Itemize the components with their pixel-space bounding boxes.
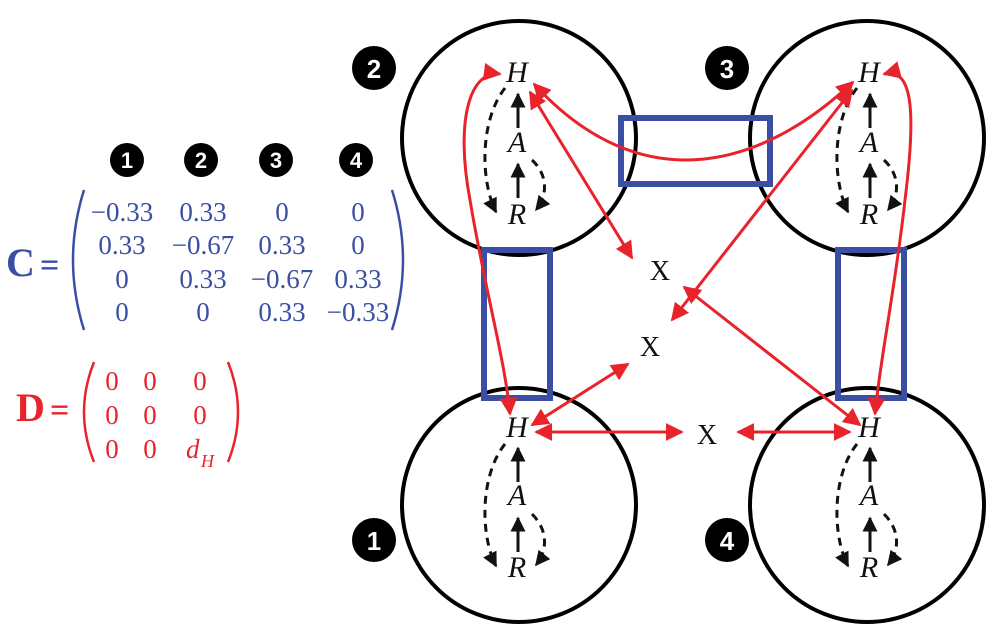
compartment-1-circle <box>400 386 638 624</box>
node-r: R <box>507 198 526 231</box>
arrow-h3-decay <box>670 88 854 322</box>
column-header-label: 1 <box>121 148 133 173</box>
compartment-number: 3 <box>720 54 734 84</box>
matrix-c-equals: = <box>40 247 59 284</box>
matrix-c-cell: −0.67 <box>172 230 234 260</box>
node-h: H <box>857 411 882 444</box>
matrix-c-column-header-3: 3 <box>259 143 293 177</box>
matrix-c-cell: −0.33 <box>327 297 389 327</box>
decay-marker-x: X <box>697 420 717 451</box>
compartment-3-badge: 3 <box>705 46 749 90</box>
node-h: H <box>505 56 530 89</box>
compartment-2-badge: 2 <box>352 46 396 90</box>
matrix-c-cell: 0.33 <box>179 197 226 227</box>
matrix-c-cell: 0 <box>351 230 365 260</box>
node-r: R <box>859 198 878 231</box>
matrix-d-cell: 0 <box>193 400 207 430</box>
matrix-d-dh-symbol: d <box>186 434 200 464</box>
node-a: A <box>858 479 879 512</box>
compartment-4-badge: 4 <box>705 518 749 562</box>
arrow-decay-h1 <box>530 362 630 427</box>
matrix-c-cell: 0.33 <box>258 230 305 260</box>
compartment-number: 2 <box>367 54 381 84</box>
decay-marker-x: X <box>640 332 660 363</box>
column-header-label: 3 <box>270 148 282 173</box>
arrow-h2-h1 <box>462 62 518 416</box>
matrix-d-cell: 0 <box>143 366 157 396</box>
matrix-d-cell: 0 <box>105 366 119 396</box>
decay-marker-x: X <box>650 256 670 287</box>
compartment-number: 4 <box>720 526 735 556</box>
matrix-d-cell: 0 <box>193 366 207 396</box>
matrix-c: 1 2 3 4 C = −0.33 0.33 0 0 0.33 −0.67 0.… <box>6 143 405 331</box>
matrix-d-cell: 0 <box>143 434 157 464</box>
node-r: R <box>507 551 526 584</box>
matrix-c-cell: 0 <box>351 197 365 227</box>
matrix-d-cell: 0 <box>105 434 119 464</box>
matrix-c-left-paren <box>71 189 86 331</box>
matrix-c-cell: 0 <box>275 197 289 227</box>
matrix-c-cell: 0 <box>115 264 129 294</box>
matrix-c-column-header-2: 2 <box>184 143 218 177</box>
matrix-c-cell: 0.33 <box>258 297 305 327</box>
matrix-c-name: C <box>6 240 35 285</box>
arrow-h3-h4 <box>867 61 913 416</box>
matrix-c-column-header-1: 1 <box>110 143 144 177</box>
compartment-1-badge: 1 <box>352 518 396 562</box>
matrix-d-name: D <box>16 385 45 430</box>
coupling-2-3-rect <box>618 115 773 187</box>
node-h: H <box>857 56 882 89</box>
matrix-d-dh-subscript: H <box>200 451 215 471</box>
compartment-2-reactions: H A R <box>483 56 551 231</box>
compartment-3-reactions: H A R <box>835 56 903 231</box>
compartment-1-reactions: H A R <box>483 411 551 584</box>
matrix-c-column-header-4: 4 <box>339 143 373 177</box>
matrix-c-cell: 0 <box>115 297 129 327</box>
matrix-c-cell: −0.67 <box>251 264 313 294</box>
arrow-h2-decay <box>528 90 634 260</box>
matrix-c-cell: 0 <box>196 297 210 327</box>
matrix-d-right-paren <box>226 361 240 463</box>
matrix-c-cell: 0.33 <box>179 264 226 294</box>
matrix-d-equals: = <box>50 392 69 429</box>
compartment-number: 1 <box>367 526 381 556</box>
node-h: H <box>505 411 530 444</box>
matrix-d: D = 0 0 0 0 0 0 0 0 d H <box>16 361 240 471</box>
matrix-d-cell: 0 <box>105 400 119 430</box>
column-header-label: 2 <box>195 148 207 173</box>
matrix-c-cell: 0.33 <box>334 264 381 294</box>
column-header-label: 4 <box>350 148 363 173</box>
compartment-2-circle <box>400 19 638 257</box>
compartment-4-circle <box>748 386 986 624</box>
matrix-d-cell: 0 <box>143 400 157 430</box>
node-a: A <box>506 479 527 512</box>
matrix-c-right-paren <box>390 189 405 331</box>
node-a: A <box>506 126 527 159</box>
arrow-decay-h4 <box>682 285 862 427</box>
node-a: A <box>858 126 879 159</box>
node-r: R <box>859 551 878 584</box>
matrix-c-cell: 0.33 <box>98 230 145 260</box>
matrix-c-cell: −0.33 <box>91 197 153 227</box>
matrix-d-left-paren <box>82 361 96 463</box>
compartment-4-reactions: H A R <box>835 411 903 584</box>
